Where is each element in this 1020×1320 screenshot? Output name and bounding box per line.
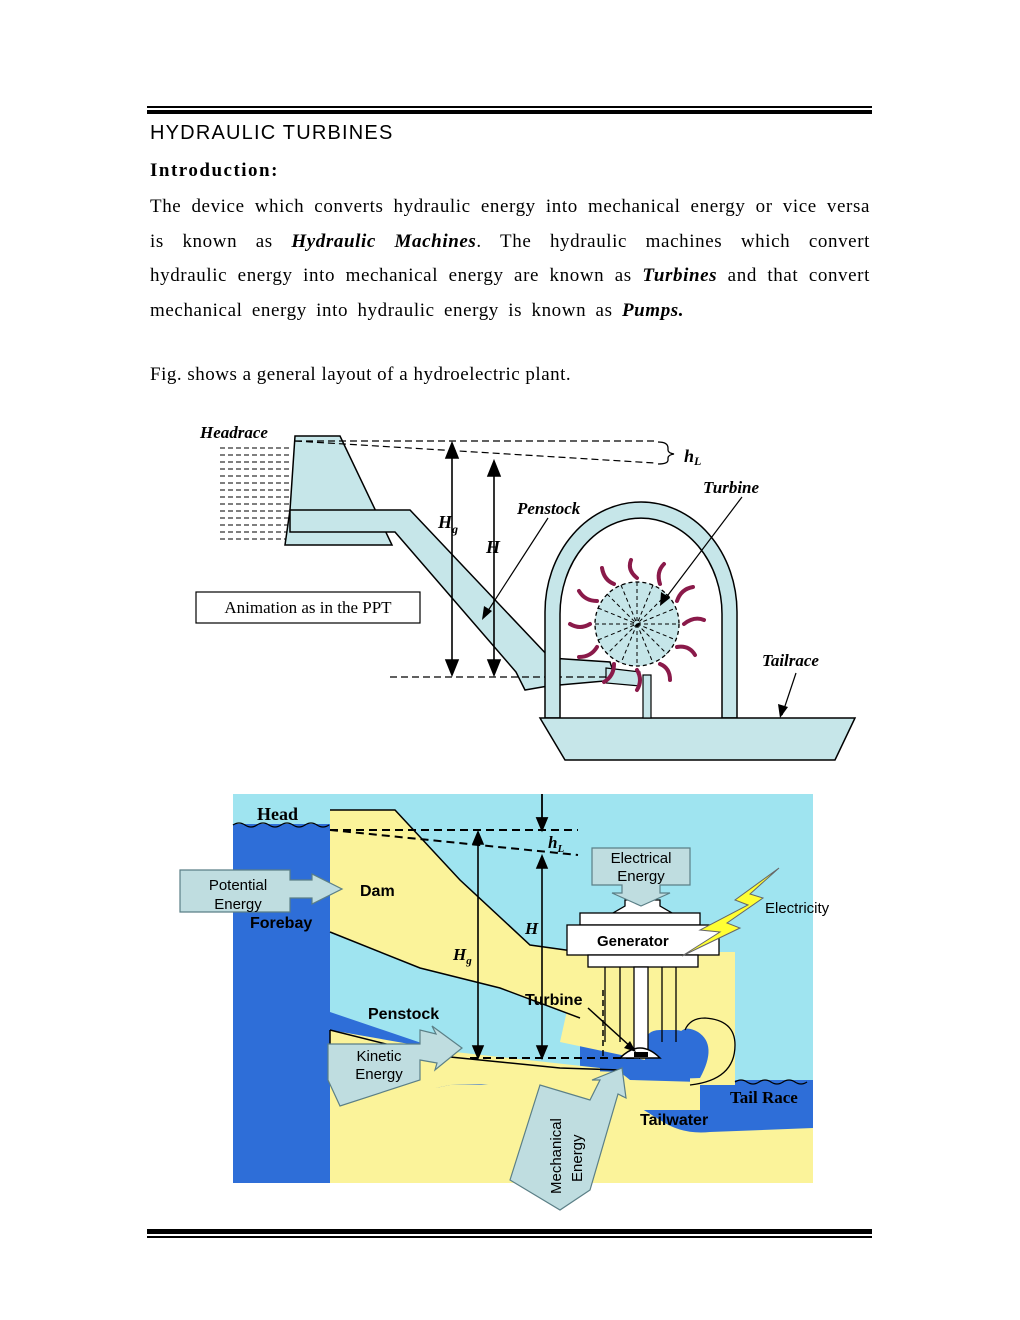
hl-arrow: [535, 794, 549, 833]
generator-top: [579, 912, 701, 926]
label-forebay: Forebay: [250, 915, 312, 932]
label-kinetic-energy-2: Energy: [355, 1066, 403, 1083]
label-dam: Dam: [360, 883, 395, 900]
hg-arrow-2: [471, 829, 485, 1061]
label-hg-2: Hg: [452, 945, 472, 967]
wheel-spokes: [595, 582, 679, 666]
label-tail-race: Tail Race: [730, 1088, 798, 1107]
label-mechanical-energy-1: Mechanical: [548, 1118, 565, 1194]
draft-tube: [645, 1028, 709, 1080]
label-generator: Generator: [597, 933, 669, 950]
electricity-bolt: [681, 867, 780, 957]
label-headrace: Headrace: [199, 423, 268, 442]
tail-waterline: [734, 1079, 808, 1085]
hg-arrow: [444, 440, 460, 678]
tailrace-tank: [538, 717, 857, 761]
hl-brace: [657, 441, 675, 465]
electrical-energy-callout: [591, 847, 691, 907]
label-penstock: Penstock: [516, 499, 581, 518]
animation-note: Animation as in the PPT: [224, 598, 392, 617]
label-turbine-2: Turbine: [525, 992, 583, 1009]
label-potential-energy-1: Potential: [209, 877, 267, 894]
mechanical-energy-callout: [509, 1067, 627, 1211]
label-hl: hL: [684, 446, 701, 468]
head-waterline: [232, 822, 330, 828]
turbine-housing: [544, 501, 738, 719]
figure-caption: Fig. shows a general layout of a hydroel…: [150, 364, 572, 385]
potential-energy-callout: [179, 869, 344, 913]
dam-earth: [330, 810, 580, 1018]
label-tailrace: Tailrace: [762, 651, 819, 670]
turbine-support: [642, 674, 652, 719]
bottom-rule: [147, 1229, 872, 1238]
label-turbine: Turbine: [703, 478, 760, 497]
turbine-shaft: [633, 966, 649, 1055]
generator-base: [587, 954, 699, 968]
figure-hydroelectric-layout: Animation as in the PPT Headrace hL Turb…: [195, 423, 857, 761]
label-electricity: Electricity: [765, 900, 830, 917]
turbine-buckets: [568, 558, 706, 692]
label-mechanical-energy-2: Energy: [569, 1134, 586, 1182]
label-h-2: H: [524, 919, 539, 938]
page-title: HYDRAULIC TURBINES: [150, 122, 394, 144]
label-penstock-2: Penstock: [368, 1006, 439, 1023]
label-hg: Hg: [437, 512, 458, 536]
label-hl-2: hL: [548, 833, 564, 855]
label-h: H: [485, 537, 501, 557]
label-head: Head: [257, 804, 298, 824]
label-tailwater: Tailwater: [640, 1112, 708, 1129]
kinetic-energy-callout: [327, 1025, 463, 1107]
h-arrow-2: [535, 853, 549, 1061]
label-electrical-energy-2: Energy: [617, 868, 665, 885]
section-heading: Introduction:: [150, 160, 279, 181]
earth-foreground: [233, 1083, 813, 1183]
draft-tube-edge: [684, 1017, 736, 1086]
term-turbines: Turbines: [642, 265, 718, 286]
reservoir-water: [220, 447, 292, 540]
figure-energy-conversion: Head hL Electrical Energy Electricity Po…: [179, 794, 830, 1211]
label-kinetic-energy-1: Kinetic: [356, 1048, 402, 1065]
term-hydraulic-machines: Hydraulic Machines: [291, 230, 477, 252]
label-electrical-energy-1: Electrical: [611, 850, 672, 867]
top-rule: [147, 106, 872, 114]
h-arrow: [486, 458, 502, 678]
label-potential-energy-2: Energy: [214, 896, 262, 913]
term-pumps: Pumps.: [621, 299, 685, 321]
animation-note-box: [195, 591, 421, 624]
intro-paragraph: The device which converts hydraulic ener…: [150, 196, 871, 321]
